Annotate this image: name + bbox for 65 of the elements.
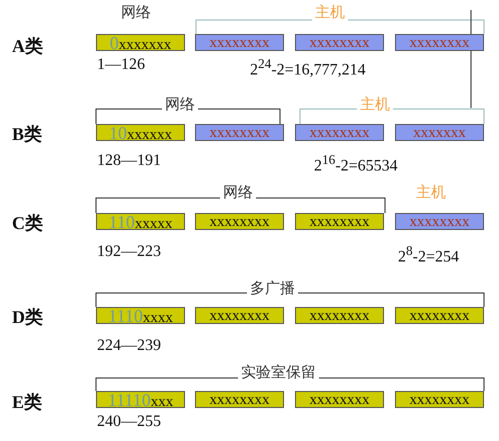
bit-pattern: xxxxxxxx [210,392,270,408]
network-byte-box [96,124,185,141]
class-label: A类 [12,35,43,58]
host-byte-box [195,124,284,141]
network-byte-box [195,307,284,324]
network-byte-box [96,213,185,230]
bracket-label: 多广播 [247,279,298,298]
bit-pattern: xxxxxxxx [210,214,270,230]
bit-pattern: xxxxxxxx [210,35,270,51]
range-value: 2$^{8}$-2=254 [398,243,460,266]
class-label: D类 [12,306,43,329]
bit-pattern: xxxxxxxx [310,125,370,141]
class-label: E类 [12,391,42,414]
class-prefix-bits: 10 [109,123,127,143]
bit-pattern: xxxxxxxx [410,308,470,324]
network-byte-box [195,391,284,408]
bit-pattern: xxxxxxxx [310,35,370,51]
network-byte-box [195,213,284,230]
bit-pattern: xxxxx [134,216,172,232]
bit-pattern: xxxxxxxx [410,392,470,408]
range-value: 2$^{16}$-2=65534 [314,152,398,176]
class-label: C类 [12,212,43,235]
class-prefix-bits: 110 [108,212,135,232]
network-byte-box [295,213,384,230]
range-value: 240—255 [97,413,161,431]
range-value: 224—239 [97,337,161,355]
bracket-label: 主机 [413,183,449,202]
network-byte-box [395,391,484,408]
range-value: 2$^{24}$-2=16,777,214 [250,56,366,80]
bit-pattern: xxxx [142,310,173,326]
network-byte-box [395,307,484,324]
class-prefix-bits: 1110 [108,306,143,326]
host-byte-box [295,34,384,51]
range-value: 128—191 [97,152,161,170]
range-value: 1—126 [97,56,145,74]
network-byte-box [96,391,185,408]
bracket-label: 主机 [312,3,348,22]
bit-pattern: xxxxxxxx [310,308,370,324]
bit-pattern: xxxxxxxx [210,308,270,324]
network-byte-box [96,307,185,324]
class-label: B类 [12,123,42,146]
host-byte-box [395,213,484,230]
range-value: 192—223 [97,243,161,261]
bit-pattern: xxxxxxxx [310,392,370,408]
bit-pattern: xxxxxxx [118,37,172,53]
bit-pattern: xxxxxx [127,127,172,143]
bit-pattern: xxx [150,394,174,410]
network-byte-box [295,307,384,324]
class-prefix-bits: 0 [110,33,119,53]
bit-pattern: xxxxxxxx [410,35,470,51]
bit-pattern: xxxxxxxx [310,214,370,230]
network-byte-box [295,391,384,408]
class-prefix-bits: 11110 [108,390,151,410]
bit-pattern: xxxxxxxx [210,125,270,141]
host-byte-box [195,34,284,51]
host-byte-box [395,124,484,141]
bracket-label: 网络 [162,95,198,114]
host-byte-box [395,34,484,51]
bit-pattern: xxxxxxxx [410,214,470,230]
network-byte-box [96,34,185,51]
bracket-label: 网络 [220,183,256,202]
bracket-label: 主机 [357,95,393,114]
host-byte-box [295,124,384,141]
bit-pattern: xxxxxxx [413,125,466,141]
bracket-label: 实验室保留 [238,363,319,382]
